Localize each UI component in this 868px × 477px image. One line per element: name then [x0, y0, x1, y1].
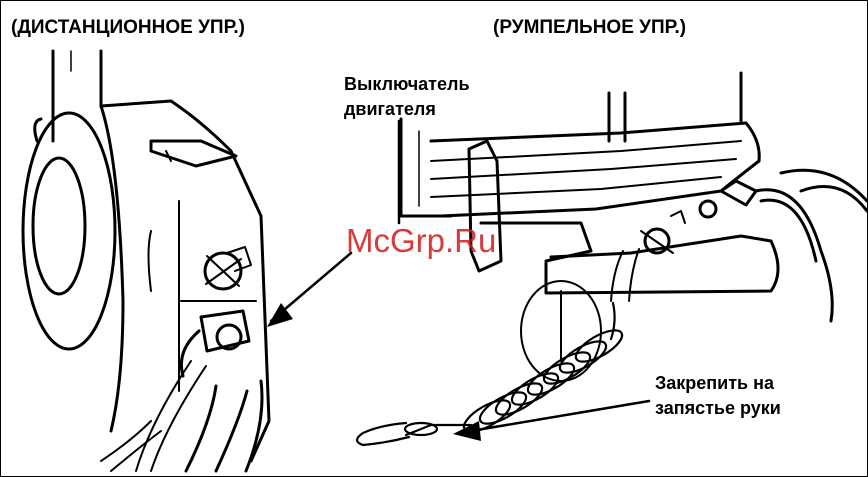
pointer-arrows — [271, 121, 649, 433]
label-wrist: Закрепить на запястье руки — [655, 371, 781, 421]
label-engine-switch: Выключатель двигателя — [344, 72, 470, 122]
label-wrist-line1: Закрепить на — [655, 371, 781, 396]
label-wrist-line2: запястье руки — [655, 396, 781, 421]
watermark: McGrp.Ru — [346, 223, 496, 259]
label-remote-control: (ДИСТАНЦИОННОЕ УПР.) — [11, 17, 245, 39]
label-engine-switch-line2: двигателя — [344, 97, 470, 122]
label-engine-switch-line1: Выключатель — [344, 72, 470, 97]
label-tiller-control: (РУМПЕЛЬНОЕ УПР.) — [493, 17, 686, 39]
remote-control-box — [23, 51, 269, 471]
lanyard-coil — [357, 303, 627, 445]
